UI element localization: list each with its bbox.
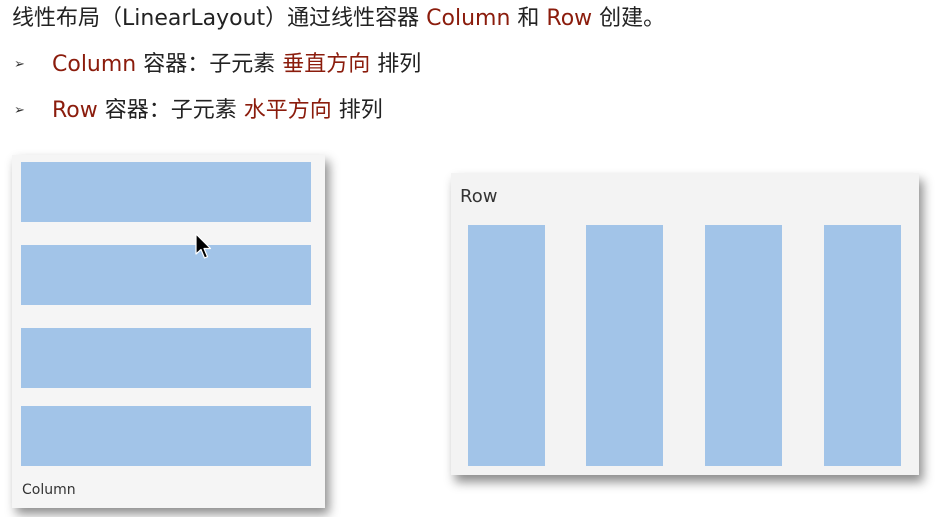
- mouse-pointer-icon: [195, 233, 212, 259]
- headline-connector: 和: [510, 6, 547, 31]
- headline-term-column: Column: [426, 6, 511, 31]
- column-diagram-caption: Column: [22, 482, 76, 498]
- row-child-block: [705, 225, 782, 466]
- arrowhead-bullet-icon: ➢: [14, 57, 25, 72]
- bullet-term: Column: [52, 52, 137, 77]
- bullet-text-after: 排列: [331, 98, 383, 123]
- bullet-row: ➢ Row 容器：子元素 水平方向 排列: [14, 96, 383, 126]
- bullet-highlight: 水平方向: [243, 98, 332, 123]
- headline-suffix: 创建。: [592, 6, 666, 31]
- row-child-block: [586, 225, 663, 466]
- headline-term-row: Row: [546, 6, 593, 31]
- arrowhead-bullet-icon: ➢: [14, 103, 25, 118]
- row-diagram: Row: [451, 173, 919, 475]
- bullet-text-after: 排列: [370, 52, 422, 77]
- row-child-block: [824, 225, 901, 466]
- row-diagram-caption: Row: [460, 186, 498, 207]
- row-child-block: [468, 225, 545, 466]
- column-child-block: [21, 162, 311, 222]
- column-child-block: [21, 328, 311, 388]
- column-child-block: [21, 245, 311, 305]
- bullet-column: ➢ Column 容器：子元素 垂直方向 排列: [14, 50, 421, 80]
- column-diagram: Column: [12, 155, 325, 508]
- bullet-text-before: 容器：子元素: [97, 98, 244, 123]
- headline: 线性布局（LinearLayout）通过线性容器 Column 和 Row 创建…: [12, 4, 665, 34]
- bullet-text-before: 容器：子元素: [136, 52, 283, 77]
- headline-prefix: 线性布局（LinearLayout）通过线性容器: [12, 6, 427, 31]
- bullet-highlight: 垂直方向: [282, 52, 371, 77]
- bullet-term: Row: [52, 98, 98, 123]
- column-child-block: [21, 406, 311, 466]
